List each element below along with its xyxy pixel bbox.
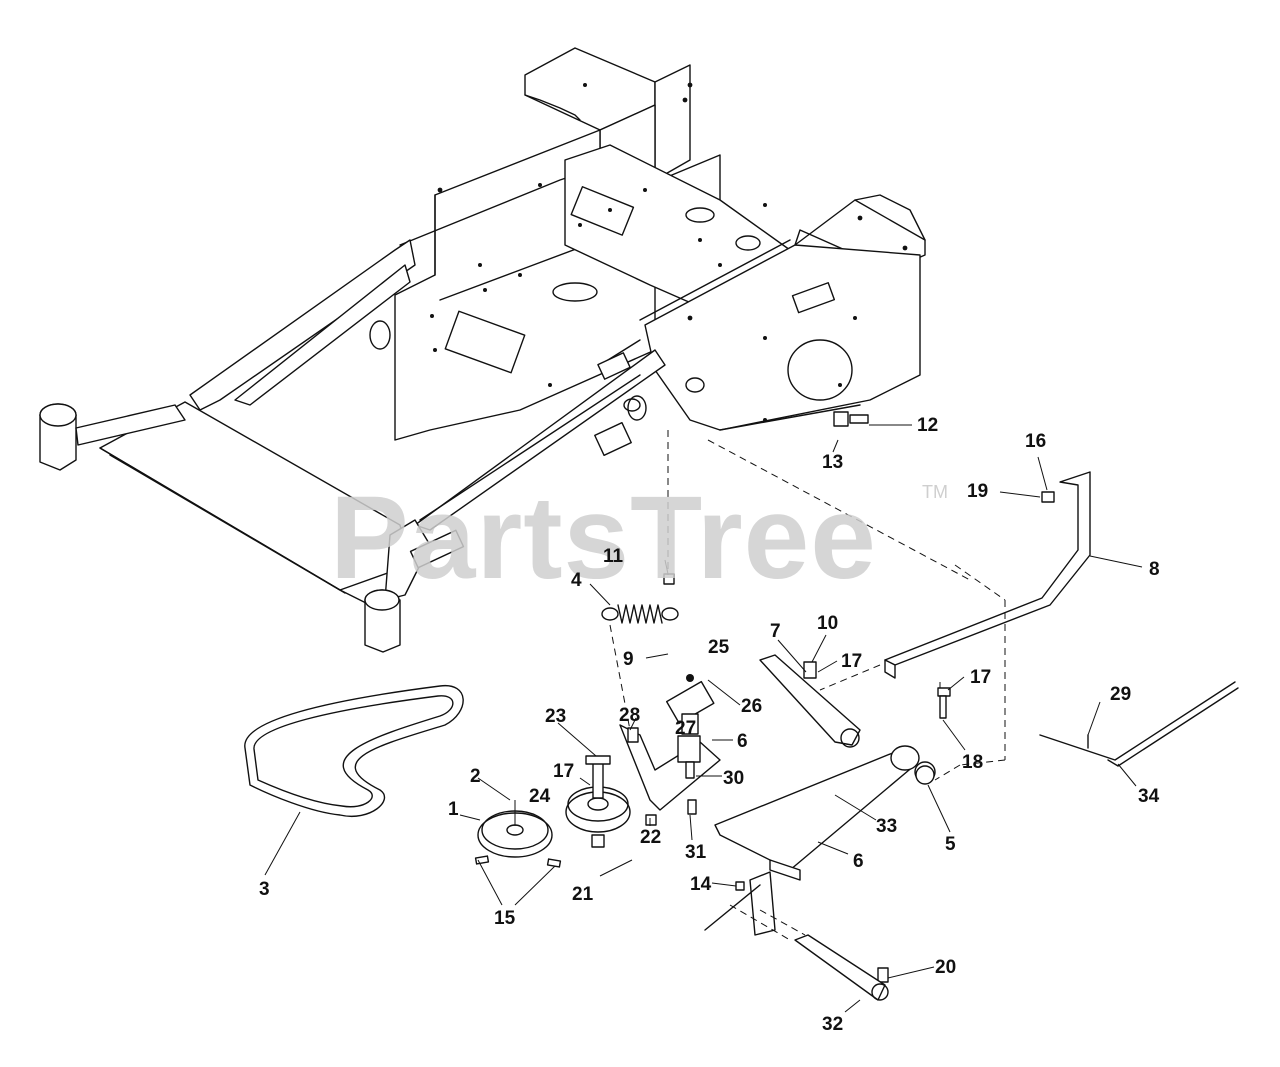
callout-15: 15 [494,908,516,929]
callout-17c: 17 [553,761,574,782]
callout-16: 16 [1025,431,1046,452]
callout-17a: 17 [841,651,862,672]
idler-pulley-24 [565,755,631,848]
callout-10: 10 [817,613,838,634]
spring-4 [601,604,679,624]
shaft-7 [759,654,861,748]
callout-20: 20 [935,957,956,978]
callout-21: 21 [572,884,594,905]
callout-11: 11 [603,546,624,567]
callout-32: 32 [822,1014,843,1035]
leader-lines [264,424,1143,1013]
callout-5: 5 [945,834,956,855]
callout-12: 12 [917,415,938,436]
idler-arm [619,674,721,826]
callout-labels: 1 2 3 4 5 6 6 7 8 9 10 11 12 13 14 15 16… [259,415,1160,1035]
lift-arm-33 [714,745,936,881]
callout-1: 1 [448,799,459,820]
callout-3: 3 [259,879,270,900]
drive-belt [244,685,464,817]
rod-34 [1039,681,1239,767]
callout-6b: 6 [853,851,864,872]
callout-8: 8 [1149,559,1160,580]
callout-2: 2 [470,766,481,787]
watermark-brand: PartsTree [330,472,877,604]
pulley-1 [477,800,553,858]
callout-25: 25 [708,637,730,658]
callout-19: 19 [967,481,988,502]
callout-30: 30 [723,768,744,789]
callout-14: 14 [690,874,712,895]
bolts-15 [474,855,562,868]
callout-17b: 17 [970,667,991,688]
callout-28: 28 [619,705,640,726]
callout-31: 31 [685,842,707,863]
assembly-lines [609,430,1006,941]
callout-26: 26 [741,696,762,717]
callout-27: 27 [675,718,696,739]
callout-18: 18 [962,752,983,773]
callout-29: 29 [1110,684,1131,705]
callout-34: 34 [1138,786,1160,807]
callout-23: 23 [545,706,566,727]
mower-frame [39,47,926,653]
callout-24: 24 [529,786,551,807]
callout-13: 13 [822,452,843,473]
bracket-8 [884,471,1091,679]
callout-6a: 6 [737,731,748,752]
callout-7: 7 [770,621,781,642]
callout-22: 22 [640,827,661,848]
callout-4: 4 [571,570,582,591]
pivot-plate [704,871,776,936]
shaft-32 [794,934,889,1001]
spacer-5 [915,765,935,785]
callout-9: 9 [623,649,634,670]
watermark-trademark: TM [922,482,948,502]
callout-33: 33 [876,816,897,837]
